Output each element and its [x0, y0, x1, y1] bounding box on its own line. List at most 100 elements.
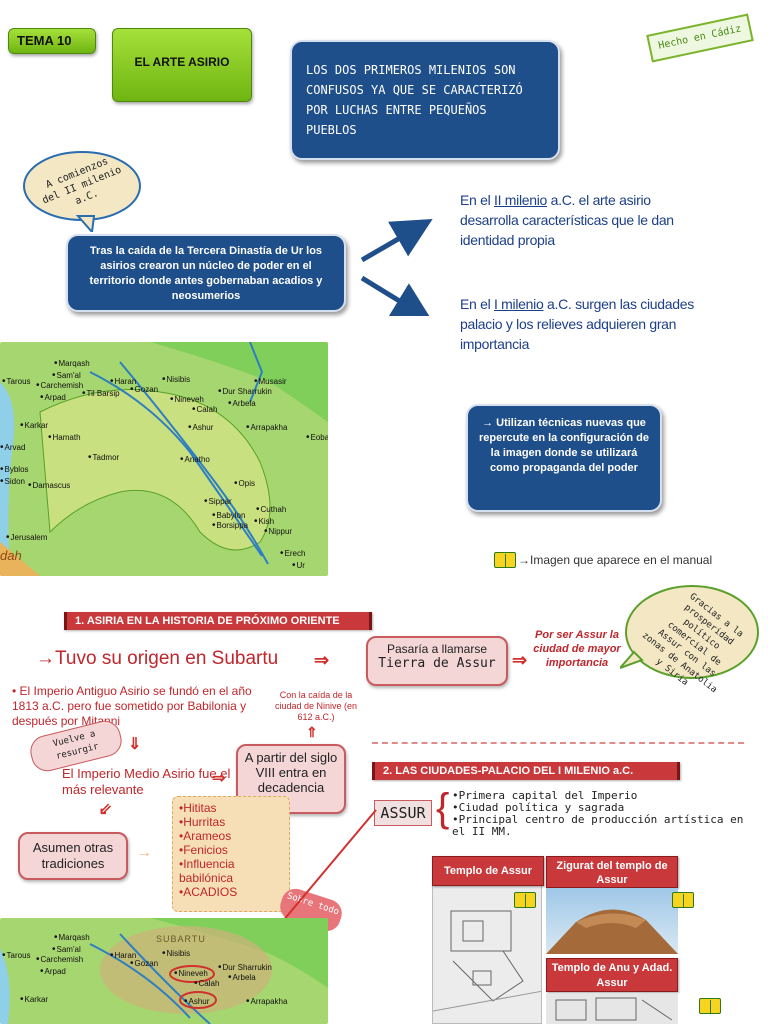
city-label: Nippur — [264, 526, 293, 537]
stamp: Hecho en Cádiz — [646, 13, 754, 63]
city-label: Ashur — [188, 422, 214, 433]
city-label: Haran — [110, 376, 137, 387]
section1-title: 1. ASIRIA EN LA HISTORIA DE PRÓXIMO ORIE… — [75, 615, 340, 627]
page-title: EL ARTE ASIRIO — [134, 55, 230, 69]
asumen-box: Asumen otras tradiciones — [18, 832, 128, 880]
arrow-right-icon: ⇒ — [212, 770, 226, 787]
section1-header: 1. ASIRIA EN LA HISTORIA DE PRÓXIMO ORIE… — [64, 612, 372, 630]
i-milenio-text: En el I milenio a.C. surgen las ciudades… — [460, 296, 694, 352]
zigurat-label: Zigurat del templo de Assur — [546, 856, 678, 888]
influences-box: •Hititas •Hurritas •Arameos •Fenicios •I… — [172, 796, 290, 912]
influence-item: •Fenicios — [179, 843, 228, 857]
arrow-down-icon: ⇓ — [128, 736, 142, 753]
pasaria-text: Pasaría a llamarse — [386, 642, 488, 656]
city-label: Eobat — [306, 432, 328, 443]
ii-milenio-text: En el II milenio a.C. el arte asirio des… — [460, 192, 674, 248]
city-label: Musasir — [254, 376, 287, 387]
city-label: Marqash — [54, 932, 90, 943]
city-label: Jerusalem — [6, 532, 48, 543]
city-label: Tarous — [2, 950, 31, 961]
city-label: Tarous — [2, 376, 31, 387]
assur-bullet: •Ciudad política y sagrada — [452, 801, 625, 814]
city-label: Gozan — [130, 384, 159, 395]
city-label: Calah — [192, 404, 218, 415]
caida-box: Tras la caída de la Tercera Dinastía de … — [66, 234, 346, 312]
assur-reason: Por ser Assur la ciudad de mayor importa… — [533, 629, 621, 669]
book-icon — [698, 998, 721, 1014]
influence-item: •Influencia babilónica — [179, 857, 235, 885]
caida-text: Tras la caída de la Tercera Dinastía de … — [89, 245, 323, 302]
bubble-shape — [619, 585, 759, 679]
bubble-shape — [23, 151, 141, 235]
city-label: Anatho — [180, 454, 210, 465]
influence-item: •Hititas — [179, 801, 217, 815]
stamp-text: Hecho en Cádiz — [657, 23, 743, 52]
section2-title: 2. LAS CIUDADES-PALACIO DEL I MILENIO a.… — [383, 765, 634, 777]
templo-assur-label: Templo de Assur — [432, 856, 544, 886]
section-divider — [372, 742, 744, 744]
influence-item: •Arameos — [179, 829, 232, 843]
city-label: Nisibis — [162, 374, 191, 385]
city-label: Haran — [110, 950, 137, 961]
city-label: Dur Sharrukin — [218, 962, 272, 973]
city-label: Carchemish — [36, 954, 84, 965]
city-label: Cuthah — [256, 504, 287, 515]
city-label: Dur Sharrukin — [218, 386, 272, 397]
city-label: Kish — [254, 516, 275, 527]
subartu-label: SUBARTU — [156, 934, 206, 944]
tierra-box: Pasaría a llamarse Tierra de Assur — [366, 636, 508, 686]
origen-text: →Tuvo su origen en Subartu — [36, 648, 279, 669]
map-top: Marqash Sam'al Tarous Carchemish Arpad T… — [0, 342, 328, 576]
ninive-note: Con la caída de la ciudad de Ninive (en … — [274, 690, 358, 722]
city-label: Karkar — [20, 994, 49, 1005]
city-label: Sam'al — [52, 370, 81, 381]
zigurat-image — [546, 888, 678, 954]
city-label: Erech — [280, 548, 306, 559]
i-milenio-term: I milenio — [494, 296, 544, 312]
title-box: EL ARTE ASIRIO — [112, 28, 252, 102]
city-label: Carchemish — [36, 380, 84, 391]
assur-bullet: •Primera capital del Imperio — [452, 789, 638, 802]
templo-anu-label: Templo de Anu y Adad. Assur — [546, 958, 678, 992]
assur-brace: { — [436, 786, 450, 830]
zigurat-drawing — [546, 909, 678, 954]
plan-drawing — [555, 997, 673, 1021]
assur-label: ASSUR — [374, 800, 432, 826]
city-label: Opis — [234, 478, 255, 489]
book-icon — [514, 892, 536, 908]
assur-bullet: •Principal centro de producción artístic… — [452, 813, 744, 838]
city-label: Til Barsip — [82, 388, 120, 399]
manual-legend: →Imagen que aparece en el manual — [494, 552, 712, 568]
city-label: Arpad — [40, 966, 66, 977]
city-label: Nineveh — [170, 394, 204, 405]
city-label: Arbela — [228, 398, 256, 409]
tecnicas-text: → Utilizan técnicas nuevas que repercute… — [479, 417, 649, 474]
book-icon — [672, 892, 695, 908]
tema-label: TEMA 10 — [17, 33, 72, 48]
milenios-box: LOS DOS PRIMEROS MILENIOS SON CONFUSOS Y… — [290, 40, 560, 160]
city-label: Gozan — [130, 958, 159, 969]
assur-bullets: •Primera capital del Imperio •Ciudad pol… — [452, 790, 762, 838]
city-label: Calah — [194, 978, 220, 989]
city-label: Borsippa — [212, 520, 249, 531]
city-label: Ur — [292, 560, 305, 571]
legend-text: →Imagen que aparece en el manual — [518, 553, 713, 567]
city-label: Babylon — [212, 510, 246, 521]
city-label: Nisibis — [162, 948, 191, 959]
city-label: Arrapakha — [246, 422, 288, 433]
branch-arrows — [360, 218, 433, 316]
templo-anu-image — [546, 994, 678, 1024]
tecnicas-box: → Utilizan técnicas nuevas que repercute… — [466, 404, 662, 512]
book-icon — [494, 552, 516, 568]
influence-item: •ACADIOS — [179, 885, 238, 899]
city-label: Arvad — [0, 442, 26, 453]
city-label: Arrapakha — [246, 996, 288, 1007]
city-label: Arpad — [40, 392, 66, 403]
milenios-text: LOS DOS PRIMEROS MILENIOS SON CONFUSOS Y… — [306, 63, 523, 137]
ii-milenio-term: II milenio — [494, 192, 548, 208]
imperio-medio: El Imperio Medio Asirio fue el más relev… — [62, 766, 231, 797]
city-label: Hamath — [48, 432, 81, 443]
city-label: Sidon — [0, 476, 25, 487]
tierra-text: Tierra de Assur — [378, 656, 496, 671]
influence-item: •Hurritas — [179, 815, 226, 829]
